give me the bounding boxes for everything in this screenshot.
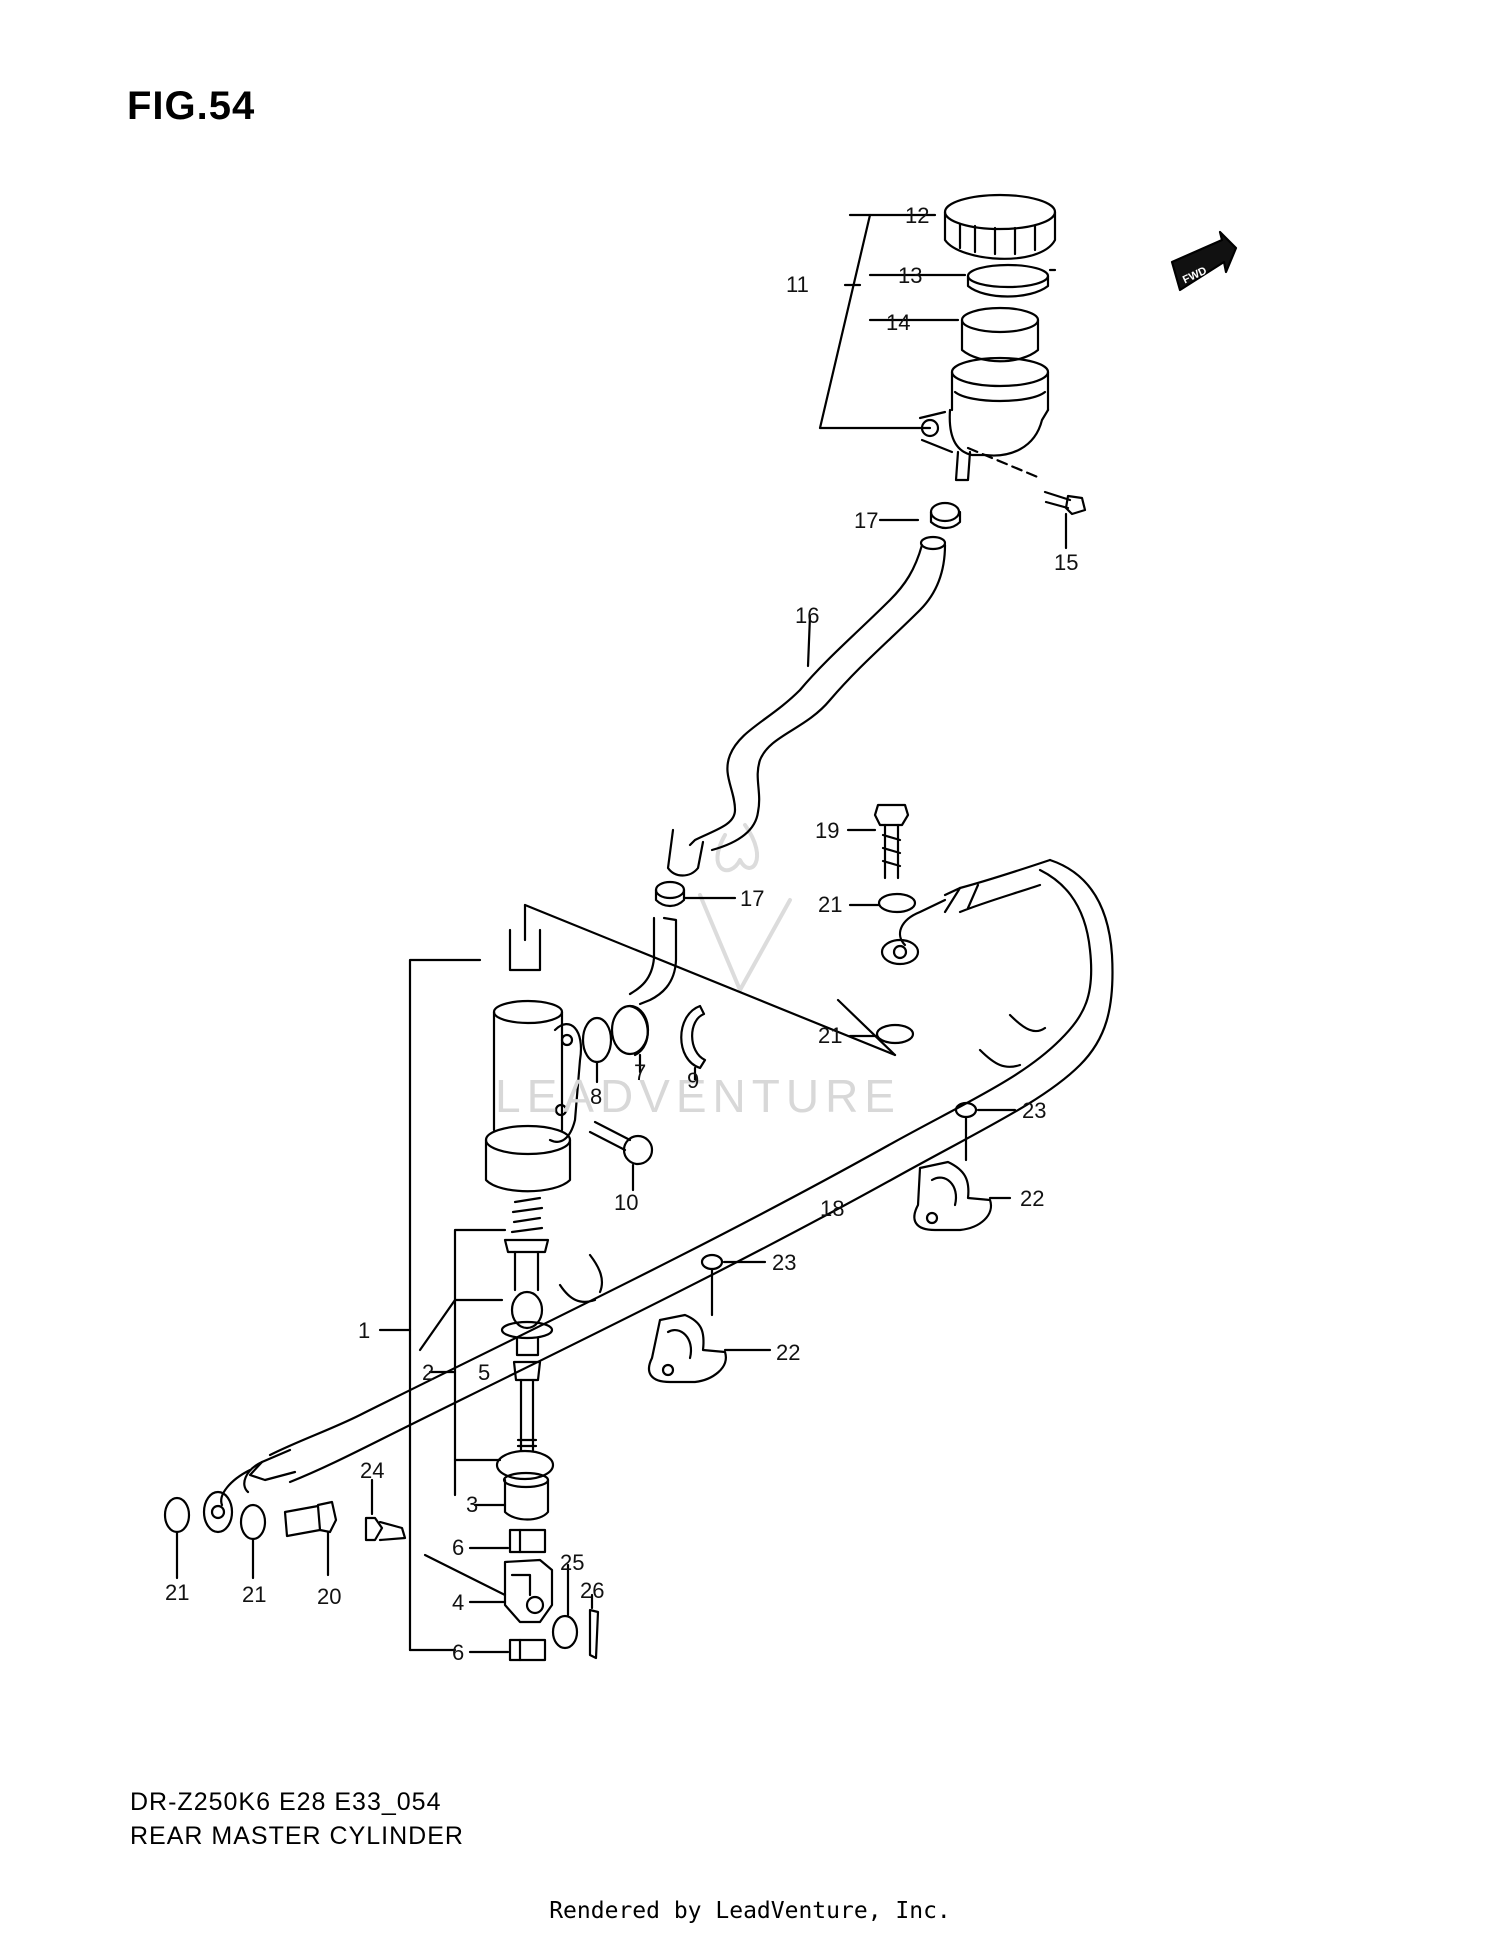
part-21-washer-upper-b (848, 1023, 915, 1045)
part-25-washer (551, 1563, 579, 1650)
callout-19: 19 (815, 818, 839, 843)
part-15-screw (1043, 490, 1087, 550)
figure-title: FIG.54 (127, 84, 256, 128)
callout-15: 15 (1054, 550, 1078, 575)
part-18-brake-hose (202, 858, 1114, 1534)
part-22-hose-guide-lower (647, 1313, 772, 1384)
callout-11: 11 (786, 272, 809, 297)
callout-26: 26 (580, 1578, 604, 1603)
part-2-piston-kit (495, 1196, 555, 1481)
part-19-union-bolt (846, 803, 910, 880)
part-21-washer-lower-a (163, 1496, 191, 1580)
callout-24: 24 (360, 1458, 384, 1483)
part-23-screw-lower (700, 1253, 767, 1317)
part-6-nut-lower (508, 1638, 547, 1662)
part-4-clevis (503, 1558, 554, 1624)
callout-9: 9 (687, 1068, 699, 1093)
callout-23-lower: 23 (772, 1250, 796, 1275)
watermark-text: LEADVENTURE (495, 1070, 901, 1122)
callout-16: 16 (795, 603, 819, 628)
part-23-screw-upper (954, 1101, 1017, 1162)
callout-13: 13 (898, 263, 922, 288)
callout-8: 8 (590, 1084, 602, 1109)
callout-21-a: 21 (818, 892, 842, 917)
callout-4: 4 (452, 1590, 464, 1615)
model-code: DR-Z250K6 E28 E33_054 (130, 1788, 442, 1816)
callout-17-upper: 17 (854, 508, 878, 533)
callout-23-upper: 23 (1022, 1098, 1046, 1123)
part-17-clamp-upper (929, 501, 962, 530)
callout-22-lower: 22 (776, 1340, 800, 1365)
callout-6-upper: 6 (452, 1535, 464, 1560)
part-21-washer-lower-b (239, 1503, 267, 1580)
callout-12: 12 (905, 203, 929, 228)
leader-lines (378, 213, 1057, 1654)
callout-25: 25 (560, 1550, 584, 1575)
part-1-master-cylinder-body (484, 928, 583, 1193)
part-8-o-ring (581, 1016, 613, 1084)
section-title: REAR MASTER CYLINDER (130, 1822, 464, 1850)
fwd-arrow-icon (1170, 230, 1238, 292)
callout-21-c: 21 (165, 1580, 189, 1605)
part-16-reservoir-hose (666, 535, 947, 877)
part-17-clamp-lower (654, 880, 737, 908)
callout-21-b: 21 (818, 1023, 842, 1048)
callout-18: 18 (820, 1196, 844, 1221)
callout-7: 7 (634, 1060, 646, 1085)
part-7-connector (610, 916, 678, 1074)
callout-3: 3 (466, 1492, 478, 1517)
callout-22-upper: 22 (1020, 1186, 1044, 1211)
watermark-logo (698, 823, 792, 992)
callout-5: 5 (478, 1360, 490, 1385)
part-26-cotter-pin (588, 1593, 600, 1660)
part-9-circlip (680, 1004, 707, 1084)
callout-14: 14 (886, 310, 910, 335)
part-10-bolt (588, 1120, 654, 1192)
callout-2: 2 (422, 1360, 434, 1385)
callout-10: 10 (614, 1190, 638, 1215)
part-24-clevis-pin (364, 1478, 407, 1542)
part-12-reservoir-cap (943, 193, 1057, 260)
callout-21-d: 21 (242, 1582, 266, 1607)
part-11-reservoir (918, 356, 1050, 482)
part-3-boot (502, 1471, 550, 1521)
render-credit: Rendered by LeadVenture, Inc. (549, 1898, 951, 1924)
callout-6-lower: 6 (452, 1640, 464, 1665)
part-6-nut-upper (508, 1528, 547, 1554)
callout-1: 1 (358, 1318, 370, 1343)
part-22-hose-guide-upper (913, 1160, 1012, 1232)
part-14-plate (960, 306, 1040, 363)
part-21-washer-upper-a (848, 892, 917, 914)
callout-17-lower: 17 (740, 886, 764, 911)
part-20-union-bolt (283, 1500, 338, 1577)
callout-20: 20 (317, 1584, 341, 1609)
part-13-diaphragm (966, 263, 1050, 298)
